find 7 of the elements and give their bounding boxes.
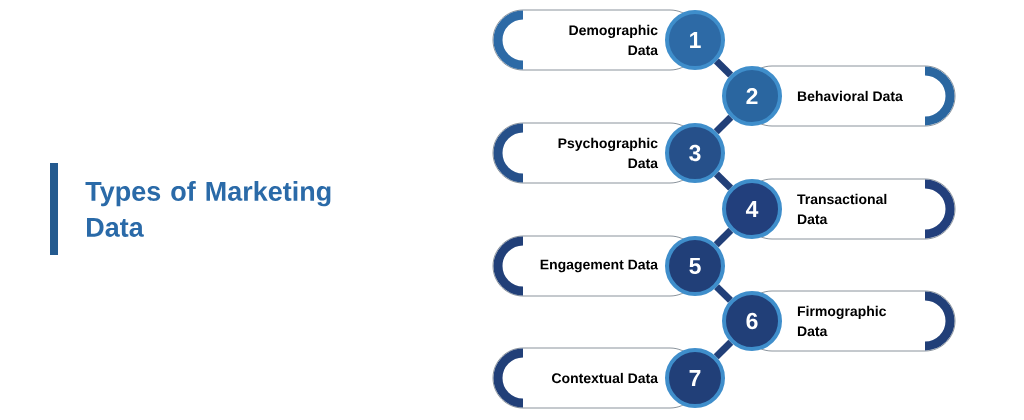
- connector: [713, 58, 734, 78]
- connector: [713, 114, 734, 135]
- connector: [713, 171, 734, 191]
- title: Types of Marketing Data: [85, 181, 331, 237]
- connector: [714, 284, 733, 303]
- connector: [713, 339, 734, 360]
- connector: [713, 227, 734, 248]
